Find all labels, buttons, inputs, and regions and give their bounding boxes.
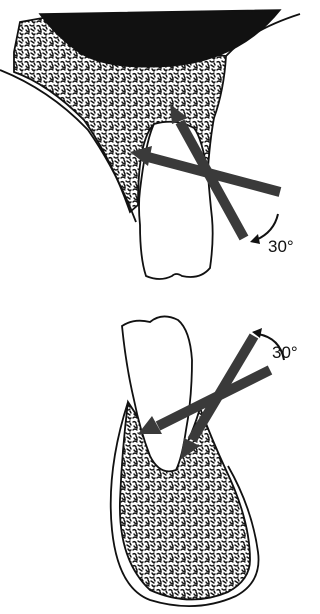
lower-angle-label: 30° [272,343,298,362]
upper-angle-arc-arrowhead [250,234,260,244]
upper-figure: 30° [0,10,300,279]
lower-figure: 30° [111,316,298,606]
upper-tooth [139,122,213,279]
upper-angle-label: 30° [268,237,294,256]
